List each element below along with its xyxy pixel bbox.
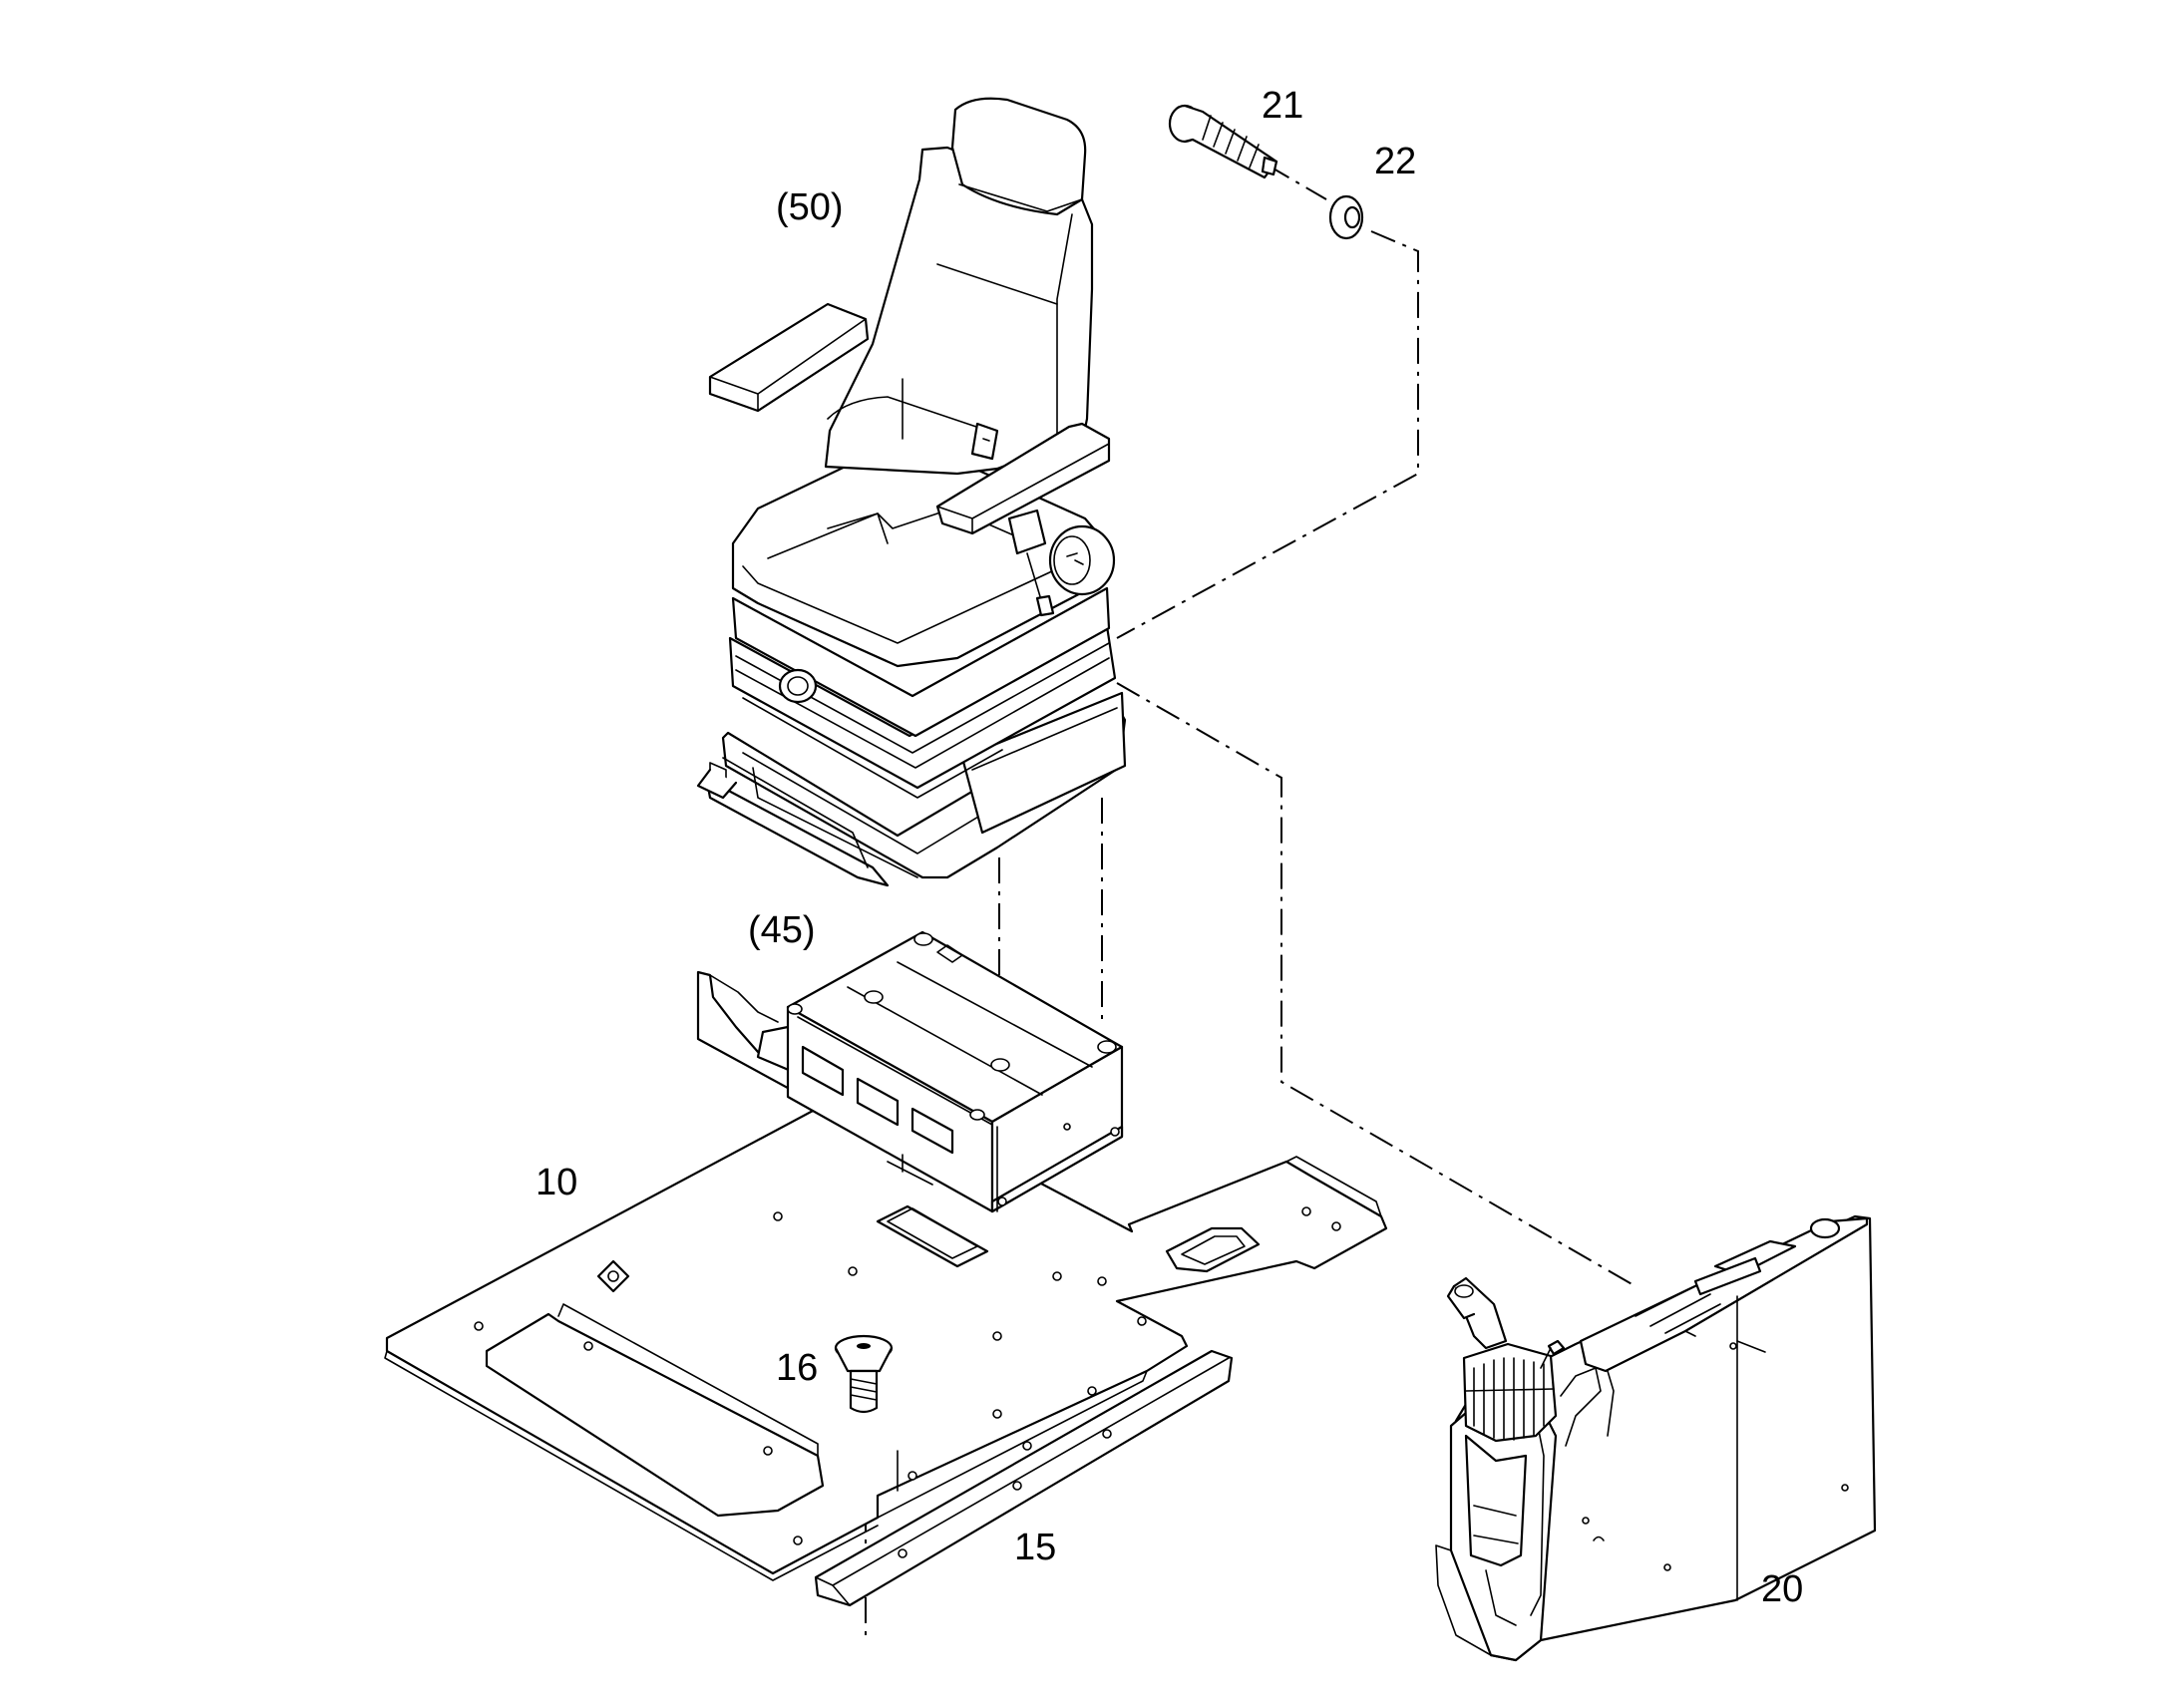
screw	[834, 1334, 894, 1414]
callout-15: 15	[1014, 1527, 1056, 1568]
bolt	[1168, 104, 1278, 179]
console-top	[1579, 1216, 1869, 1373]
leader-washer-seat	[1116, 230, 1419, 639]
plate-clip	[596, 1259, 630, 1293]
seat-adjust-knob	[778, 668, 818, 704]
callout-21: 21	[1262, 85, 1303, 127]
left-armrest	[708, 302, 870, 413]
seat-base-bracket	[696, 930, 1124, 1213]
seat-headrest	[950, 97, 1087, 216]
leader-bolt-washer	[1266, 164, 1327, 200]
joystick-boot	[1462, 1342, 1558, 1443]
joystick-grip	[1446, 1276, 1566, 1369]
operator-seat	[696, 97, 1127, 887]
seat-lever	[696, 768, 738, 800]
leader-seat-console	[1116, 682, 1636, 1287]
washer	[1328, 194, 1364, 240]
control-console	[1435, 1214, 1877, 1662]
callout-20: 20	[1761, 1568, 1803, 1610]
callout-labels: (50) (45) 21 22 10 16 15 20	[536, 85, 1803, 1610]
callout-50: (50)	[776, 186, 844, 228]
seat-recline-knob	[1048, 524, 1116, 596]
plate-cutout-left	[485, 1312, 825, 1518]
floor-plate	[384, 1085, 1388, 1581]
callout-16: 16	[776, 1347, 818, 1389]
right-armrest	[935, 422, 1111, 535]
plate-slot-right	[1165, 1226, 1261, 1273]
seat-side-panel	[960, 691, 1127, 835]
console-cap	[1809, 1217, 1841, 1239]
plate-slot-center	[876, 1204, 989, 1268]
callout-45: (45)	[748, 909, 816, 951]
callout-22: 22	[1374, 141, 1416, 182]
callout-10: 10	[536, 1162, 577, 1203]
seat-belt	[827, 396, 1055, 617]
rail	[814, 1349, 1234, 1607]
